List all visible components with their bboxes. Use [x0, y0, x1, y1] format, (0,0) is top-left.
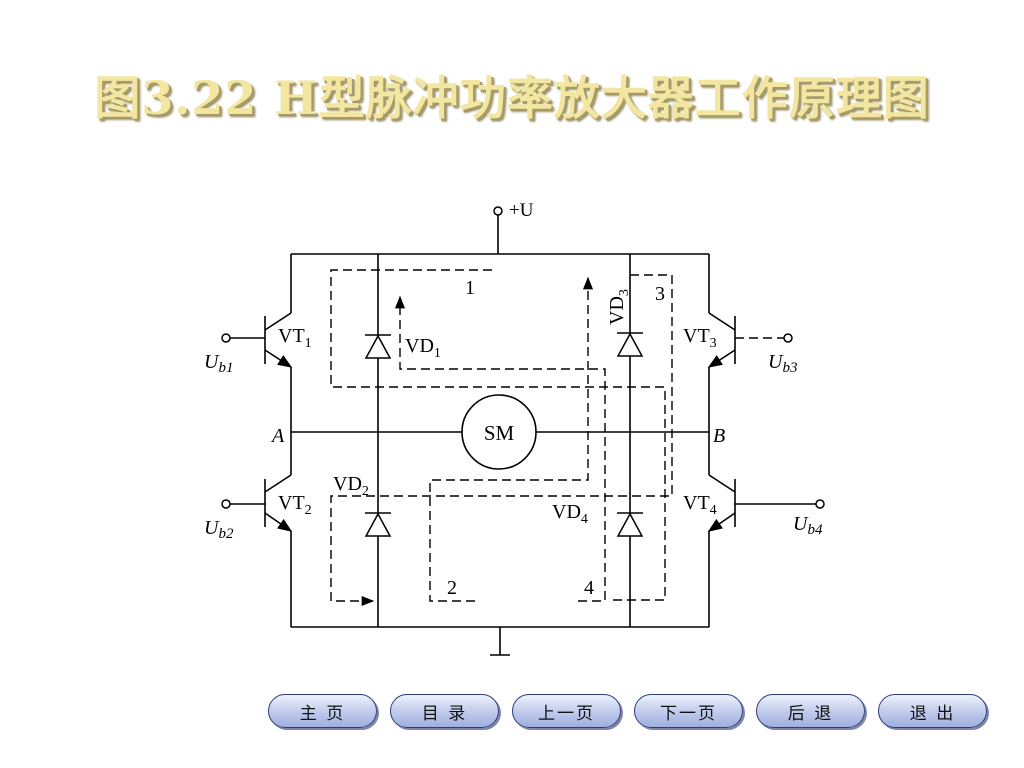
ub1-label: Ub1 [204, 351, 233, 376]
vd3-label: VD3 [606, 289, 632, 325]
path-label-4: 4 [584, 577, 594, 599]
vt1-label: VT1 [278, 325, 312, 351]
contents-button[interactable]: 目 录 [390, 694, 499, 728]
current-path-1 [330, 269, 666, 601]
vd4-label: VD4 [552, 501, 588, 527]
transistor-vt3 [707, 312, 793, 368]
transistor-vt1 [221, 312, 293, 368]
vd1-label: VD1 [405, 335, 441, 361]
exit-button[interactable]: 退 出 [878, 694, 987, 728]
vt3-label: VT3 [683, 325, 717, 351]
diode-vd4 [616, 512, 644, 537]
vd2-label: VD2 [333, 473, 369, 499]
page-title: 图3.22 H型脉冲功率放大器工作原理图 [94, 71, 930, 125]
diode-vd2 [364, 512, 392, 537]
ub4-label: Ub4 [793, 513, 823, 538]
transistor-vt2 [221, 474, 293, 532]
current-path-3 [330, 274, 673, 607]
vt2-label: VT2 [278, 492, 312, 518]
back-button[interactable]: 后 退 [756, 694, 865, 728]
supply-terminal: +U [493, 200, 534, 254]
home-button[interactable]: 主 页 [268, 694, 377, 728]
h-bridge-circuit-diagram: +U SM A B [204, 200, 825, 656]
current-path-2 [429, 276, 594, 602]
previous-page-button[interactable]: 上一页 [512, 694, 621, 728]
ub2-label: Ub2 [204, 517, 234, 542]
current-path-4 [394, 295, 606, 602]
node-b-label: B [713, 425, 725, 447]
diode-vd3 [616, 332, 644, 357]
path-label-1: 1 [465, 277, 475, 299]
path-label-3: 3 [655, 283, 665, 305]
servo-motor: SM [461, 394, 537, 470]
next-page-button[interactable]: 下一页 [634, 694, 743, 728]
vt4-label: VT4 [683, 492, 717, 518]
supply-label: +U [509, 200, 534, 221]
transistor-vt4 [707, 474, 825, 532]
ub3-label: Ub3 [768, 351, 797, 376]
ground-symbol [490, 627, 510, 656]
motor-label: SM [484, 421, 515, 445]
path-label-2: 2 [447, 577, 457, 599]
diode-vd1 [364, 334, 392, 359]
navigation-bar: 主 页 目 录 上一页 下一页 后 退 退 出 [268, 694, 987, 732]
node-a-label: A [270, 425, 285, 447]
